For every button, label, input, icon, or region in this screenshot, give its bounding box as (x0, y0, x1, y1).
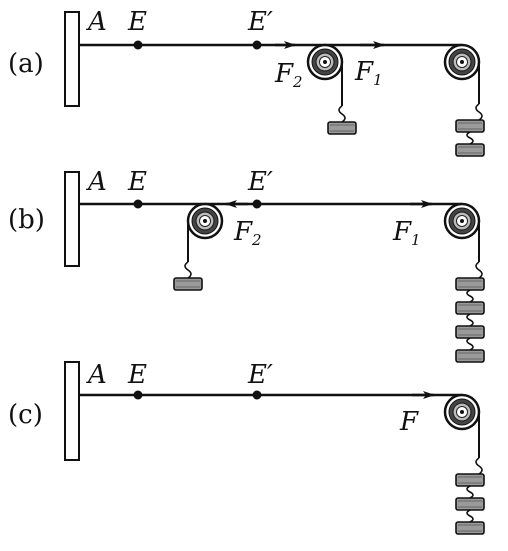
panel-tag: (b) (8, 205, 45, 235)
weight (455, 143, 485, 157)
hook (475, 103, 483, 121)
panel-b: (b) A E E′ F2 F1 (8, 167, 485, 363)
point-E-prime (252, 40, 262, 50)
wall (64, 11, 80, 107)
weight (455, 349, 485, 363)
label-E: E (127, 7, 147, 37)
hook (475, 457, 483, 475)
force-label: F2 (233, 217, 262, 249)
label-A: A (86, 360, 107, 390)
hook (338, 105, 346, 123)
weight (455, 473, 485, 487)
panel-tag: (c) (8, 400, 43, 430)
weight (455, 521, 485, 535)
hook (184, 261, 192, 279)
label-E-prime: E′ (247, 7, 273, 37)
pulley-icon (306, 43, 344, 81)
weight (455, 325, 485, 339)
label-E-prime: E′ (247, 360, 273, 390)
weight (455, 119, 485, 133)
weight (455, 277, 485, 291)
pulley-icon (186, 202, 224, 240)
hook (475, 261, 483, 279)
label-A: A (86, 167, 107, 197)
point-E (133, 199, 143, 209)
weight (327, 121, 357, 135)
pulley-icon (443, 393, 481, 431)
panel-c: (c) A E E′ F (8, 360, 485, 535)
hook (466, 485, 474, 499)
hook (466, 313, 474, 327)
pulley-icon (443, 43, 481, 81)
force-label: F1 (354, 57, 383, 89)
point-E-prime (252, 390, 262, 400)
hook (466, 337, 474, 351)
label-A: A (86, 7, 107, 37)
point-E-prime (252, 199, 262, 209)
label-E: E (127, 167, 147, 197)
panel-a: (a) A E E′ F2 F1 (8, 7, 485, 157)
label-E-prime: E′ (247, 167, 273, 197)
hook (466, 131, 474, 145)
hook (466, 289, 474, 303)
hook (466, 509, 474, 523)
force-label: F2 (274, 59, 303, 91)
panel-tag: (a) (8, 49, 44, 79)
force-label: F1 (392, 217, 421, 249)
point-E (133, 390, 143, 400)
point-E (133, 40, 143, 50)
label-E: E (127, 360, 147, 390)
pulley-icon (443, 202, 481, 240)
weight (455, 301, 485, 315)
wall (64, 361, 80, 461)
weight (173, 277, 203, 291)
wall (64, 171, 80, 267)
force-label: F (399, 407, 419, 437)
weight (455, 497, 485, 511)
